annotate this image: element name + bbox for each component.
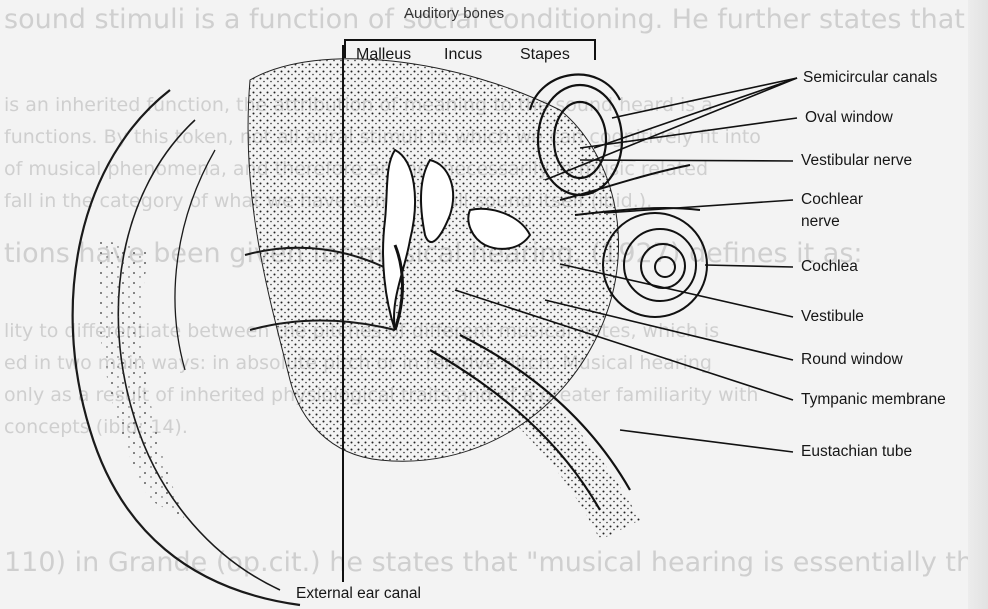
auricle-shading <box>97 240 185 520</box>
label-vestibular-nerve: Vestibular nerve <box>801 152 912 170</box>
label-semicircular-canals: Semicircular canals <box>803 69 937 87</box>
temporal-bone-shading <box>248 59 619 462</box>
label-stapes: Stapes <box>520 46 570 64</box>
label-cochlear-nerve-2: nerve <box>801 213 840 231</box>
label-round-window: Round window <box>801 351 903 369</box>
label-cochlea: Cochlea <box>801 258 858 276</box>
label-eustachian-tube: Eustachian tube <box>801 443 912 461</box>
label-oval-window: Oval window <box>805 109 893 127</box>
label-vestibule: Vestibule <box>801 308 864 326</box>
label-cochlear-nerve-1: Cochlear <box>801 191 863 209</box>
label-malleus: Malleus <box>356 46 411 64</box>
page-edge-shadow <box>968 0 988 609</box>
cochlea-shape <box>603 213 707 317</box>
label-incus: Incus <box>444 46 482 64</box>
label-external-ear-canal: External ear canal <box>296 585 421 603</box>
label-tympanic-membrane: Tympanic membrane <box>801 391 946 409</box>
label-auditory-bones: Auditory bones <box>404 5 504 22</box>
